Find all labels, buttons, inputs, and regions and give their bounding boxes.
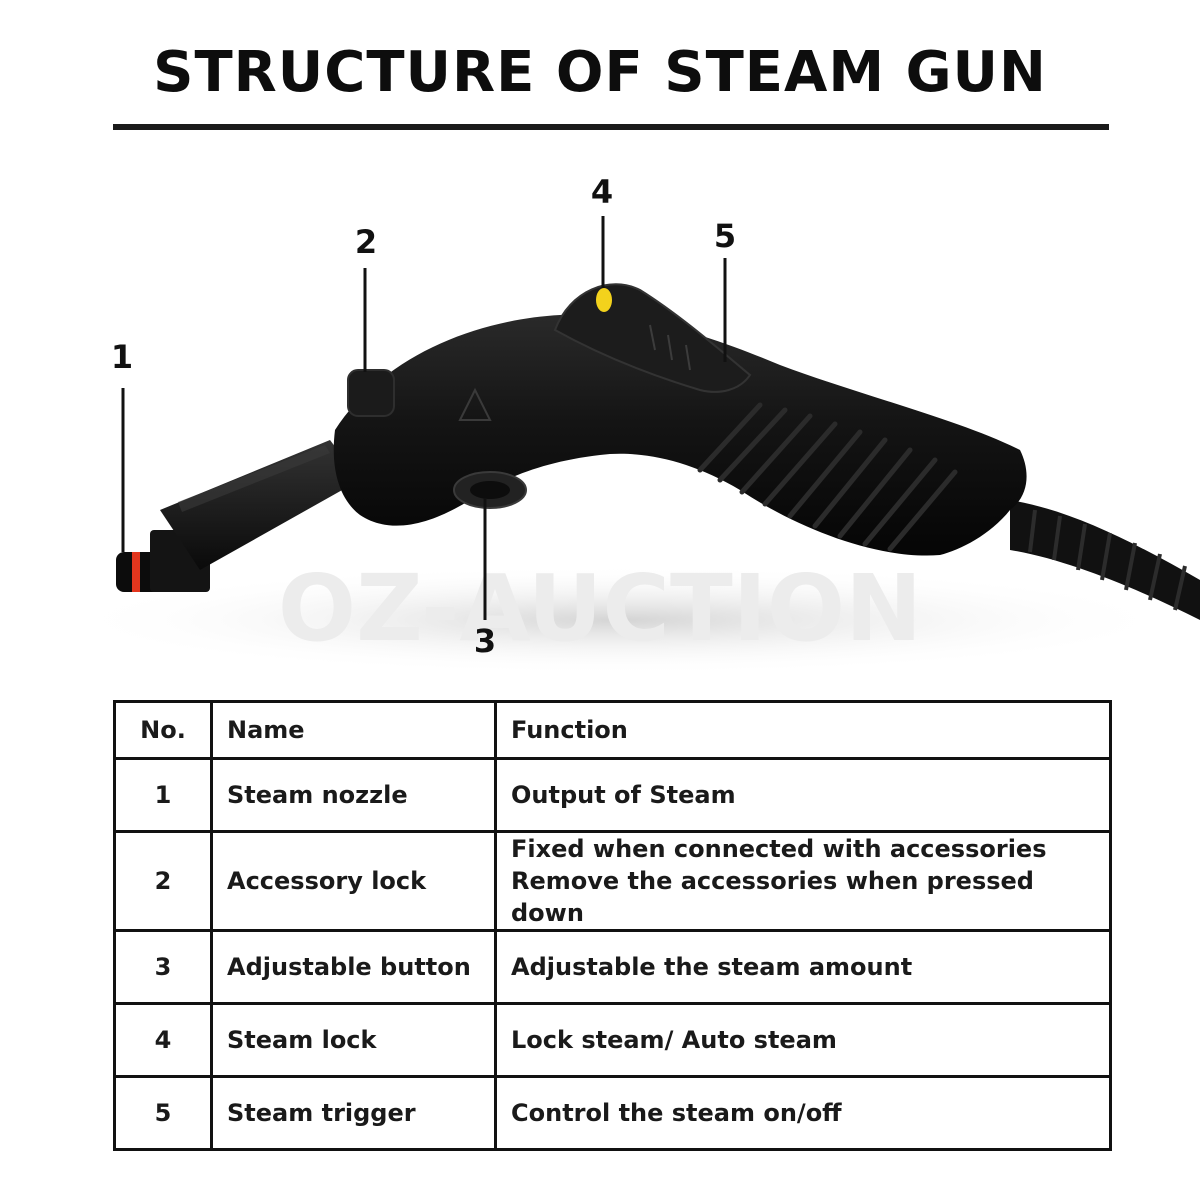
row-function: Adjustable the steam amount xyxy=(494,929,1112,1005)
row-function: Fixed when connected with accessories Re… xyxy=(494,830,1112,932)
callout-lines xyxy=(121,216,727,620)
row-function: Lock steam/ Auto steam xyxy=(494,1002,1112,1078)
function-line: Adjustable the steam amount xyxy=(511,953,913,981)
table-header-row: No. Name Function xyxy=(113,700,1112,760)
barrel xyxy=(160,440,360,570)
table-row: 3 Adjustable button Adjustable the steam… xyxy=(113,929,1112,1005)
title-divider xyxy=(113,124,1109,130)
accessory-lock xyxy=(347,369,395,417)
row-name: Steam trigger xyxy=(210,1075,497,1151)
row-no: 4 xyxy=(113,1002,213,1078)
row-name: Accessory lock xyxy=(210,830,497,932)
gun-body xyxy=(333,314,1027,556)
row-function: Control the steam on/off xyxy=(494,1075,1112,1151)
row-name: Steam nozzle xyxy=(210,757,497,833)
row-no: 5 xyxy=(113,1075,213,1151)
function-line: Lock steam/ Auto steam xyxy=(511,1026,837,1054)
watermark-text: OZ-AUCTION xyxy=(278,555,922,662)
table-row: 2 Accessory lock Fixed when connected wi… xyxy=(113,830,1112,932)
steam-lock xyxy=(596,288,612,312)
function-line: Control the steam on/off xyxy=(511,1099,842,1127)
callout-5: 5 xyxy=(714,217,736,255)
row-function: Output of Steam xyxy=(494,757,1112,833)
floor-shadow xyxy=(60,565,1180,675)
function-line: Output of Steam xyxy=(511,781,736,809)
warning-icon xyxy=(458,387,492,421)
hose xyxy=(1010,500,1200,620)
callout-4: 4 xyxy=(591,173,613,211)
table-row: 4 Steam lock Lock steam/ Auto steam xyxy=(113,1002,1112,1078)
header-function: Function xyxy=(494,700,1112,760)
function-line: Remove the accessories when pressed down xyxy=(511,867,1034,927)
callout-3: 3 xyxy=(474,622,496,660)
callout-2: 2 xyxy=(355,223,377,261)
row-no: 2 xyxy=(113,830,213,932)
row-no: 3 xyxy=(113,929,213,1005)
table-row: 5 Steam trigger Control the steam on/off xyxy=(113,1075,1112,1151)
header-name: Name xyxy=(210,700,497,760)
row-name: Steam lock xyxy=(210,1002,497,1078)
function-line: Fixed when connected with accessories xyxy=(511,835,1047,863)
structure-table: No. Name Function 1 Steam nozzle Output … xyxy=(113,700,1112,1151)
grip-texture xyxy=(697,402,958,552)
row-no: 1 xyxy=(113,757,213,833)
table-row: 1 Steam nozzle Output of Steam xyxy=(113,757,1112,833)
row-name: Adjustable button xyxy=(210,929,497,1005)
header-no: No. xyxy=(113,700,213,760)
callout-1: 1 xyxy=(111,338,133,376)
steam-gun-diagram: OZ-AUCTION xyxy=(0,150,1200,695)
page-title: STRUCTURE OF STEAM GUN xyxy=(153,40,1047,105)
